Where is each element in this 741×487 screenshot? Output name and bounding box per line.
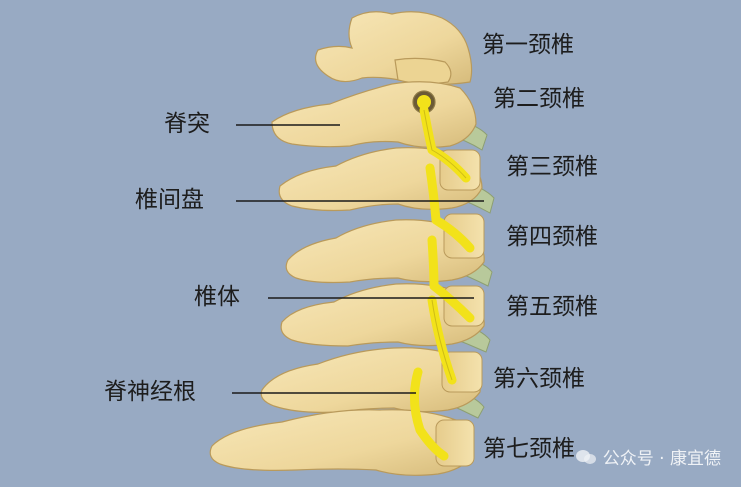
nerve-root-5 <box>410 367 449 461</box>
nerve-root-2 <box>425 163 475 253</box>
vertebra-c1 <box>315 11 473 86</box>
label-spinous-process: 脊突 <box>164 111 210 137</box>
label-c2: 第二颈椎 <box>493 86 585 112</box>
vertebra-c2 <box>271 81 477 148</box>
label-spinal-nerve-root: 脊神经根 <box>104 379 196 405</box>
label-c1: 第一颈椎 <box>482 32 574 58</box>
label-c5: 第五颈椎 <box>506 294 598 320</box>
leader-lines <box>232 124 484 394</box>
watermark-text: 公众号 · 康宜德 <box>602 449 721 469</box>
vertebra-c6 <box>260 347 481 413</box>
nerve-root-3 <box>427 235 475 323</box>
label-c3: 第三颈椎 <box>506 154 598 180</box>
label-c4: 第四颈椎 <box>506 224 598 250</box>
label-c7: 第七颈椎 <box>483 436 575 462</box>
watermark: 公众号 · 康宜德 <box>575 444 721 469</box>
wechat-logo-icon <box>575 449 596 464</box>
label-intervertebral-disc: 椎间盘 <box>135 187 204 213</box>
label-c6: 第六颈椎 <box>493 366 585 392</box>
label-vertebral-body: 椎体 <box>194 284 240 310</box>
nerve-outline <box>423 109 467 381</box>
